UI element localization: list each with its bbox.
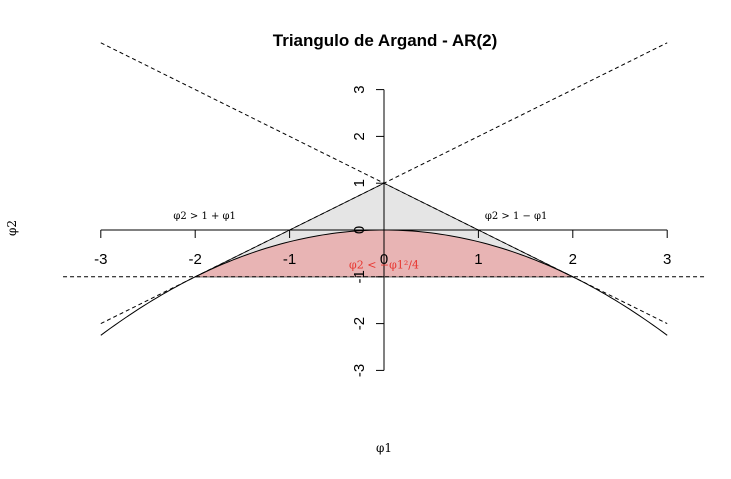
plot-area: -3 -2 -1 0 1 2 3 -3 -2 -1 0 1 2 3 φ2 > 1 + φ1 φ2 > 1 … <box>63 42 705 377</box>
x-tick-label: 3 <box>663 251 671 268</box>
complex-region-label: φ2 < −φ1²/4 <box>349 258 419 271</box>
y-tick-label: 0 <box>351 226 368 234</box>
x-tick-label: -1 <box>283 251 296 268</box>
x-axis-label: φ1 <box>376 441 392 455</box>
x-tick-label: -2 <box>189 251 202 268</box>
annotation-right: φ2 > 1 − φ1 <box>485 211 548 222</box>
axes-layer <box>100 89 668 371</box>
y-tick-label: -2 <box>351 317 368 330</box>
x-tick-label: 1 <box>474 251 482 268</box>
y-tick-label: 1 <box>351 179 368 187</box>
x-tick-label: 2 <box>569 251 577 268</box>
x-tick-label: 0 <box>380 251 388 268</box>
y-axis-label: φ2 <box>5 220 19 236</box>
x-tick-label: -3 <box>94 251 107 268</box>
y-tick-label: 2 <box>351 132 368 140</box>
y-tick-label: 3 <box>351 85 368 93</box>
y-tick-label: -3 <box>351 364 368 377</box>
chart-title: Triangulo de Argand - AR(2) <box>273 31 497 50</box>
y-tick-label: -1 <box>351 270 368 283</box>
annotation-left: φ2 > 1 + φ1 <box>173 211 236 222</box>
tick-labels: -3 -2 -1 0 1 2 3 -3 -2 -1 0 1 2 3 <box>94 85 671 377</box>
